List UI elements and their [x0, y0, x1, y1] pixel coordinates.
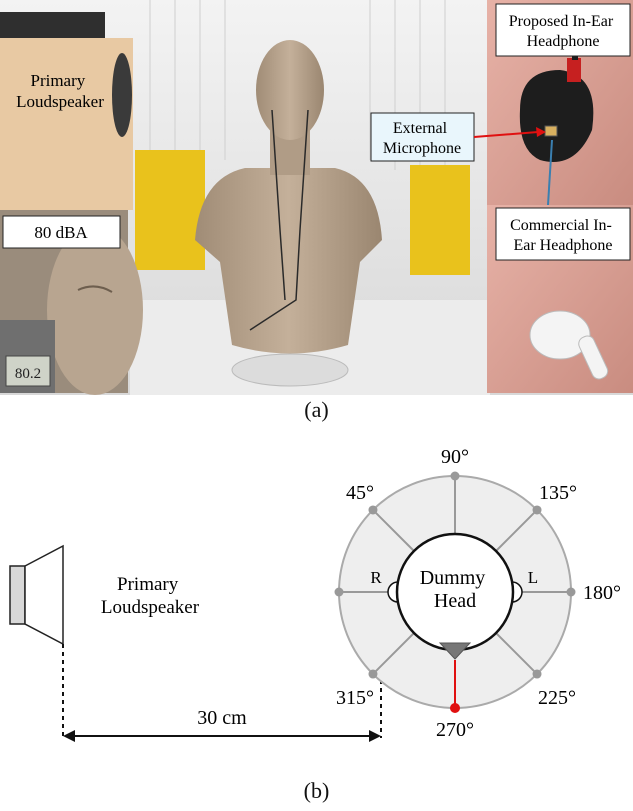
commercial-label: Commercial In- Ear Headphone — [510, 217, 616, 254]
angle-point-45 — [368, 505, 378, 515]
angle-point-135 — [532, 505, 542, 515]
angle-spoke-225 — [495, 632, 538, 675]
spl-label-box — [2, 215, 121, 249]
angle-labels: 0°45°90°135°180°225°270°315° — [336, 446, 621, 741]
angle-spoke-315 — [372, 632, 415, 675]
angle-spoke-45 — [372, 509, 415, 552]
spl-meter-reading: 80.2 — [15, 366, 41, 382]
loudspeaker-driver — [112, 53, 132, 137]
proposed-label: Proposed In-Ear Headphone — [509, 13, 617, 50]
angle-point-180 — [566, 587, 576, 597]
angle-label-135: 135° — [539, 482, 577, 504]
photo-collage: Primary Loudspeaker 80.2 80 dBA Proposed… — [0, 0, 633, 395]
caption-b: (b) — [303, 778, 330, 803]
loudspeaker-cabinet — [0, 38, 133, 210]
external-mic-arrow — [473, 131, 539, 138]
caption-a: (a) — [304, 397, 329, 422]
distance-arrowhead-right — [369, 730, 381, 742]
spl-meter-screen — [5, 355, 51, 387]
measurement-diagram: Primary Loudspeaker 30 cm 0°45°90°135°18… — [9, 446, 621, 742]
dummy-head-torso — [195, 40, 382, 387]
angle-label-315: 315° — [336, 687, 374, 709]
spl-label: 80 dBA — [34, 223, 88, 242]
angle-label-225: 225° — [538, 687, 576, 709]
external-mic-label: External Microphone — [383, 120, 461, 157]
angle-label-270: 270° — [436, 719, 474, 741]
angle-point-270 — [450, 703, 460, 713]
distance-label: 30 cm — [197, 707, 247, 729]
nose-marker — [438, 642, 472, 660]
angle-label-90: 90° — [441, 446, 469, 468]
amplifier-top — [0, 12, 105, 38]
distance-arrowhead-left — [63, 730, 75, 742]
angle-point-0 — [334, 587, 344, 597]
head-label: Dummy Head — [420, 567, 491, 612]
external-mic-arrowhead — [536, 127, 546, 137]
angle-points — [334, 471, 576, 713]
angle-point-315 — [368, 669, 378, 679]
yellow-foam-left — [135, 150, 205, 270]
external-mic-label-box — [370, 112, 475, 162]
diagram-loudspeaker-label: Primary Loudspeaker — [101, 574, 200, 618]
proposed-label-box — [495, 3, 631, 57]
angle-label-180: 180° — [583, 582, 621, 604]
commercial-label-box — [495, 207, 631, 261]
angle-spoke-135 — [495, 509, 538, 552]
loudspeaker-icon — [9, 565, 26, 625]
yellow-foam-right — [410, 165, 470, 275]
photo-loudspeaker-label: Primary Loudspeaker — [16, 71, 104, 111]
angle-point-225 — [532, 669, 542, 679]
loudspeaker-cone-icon — [24, 544, 64, 646]
right-ear-label: R — [370, 568, 382, 587]
angle-label-45: 45° — [346, 482, 374, 504]
angle-point-90 — [450, 471, 460, 481]
left-ear-label: L — [528, 568, 538, 587]
